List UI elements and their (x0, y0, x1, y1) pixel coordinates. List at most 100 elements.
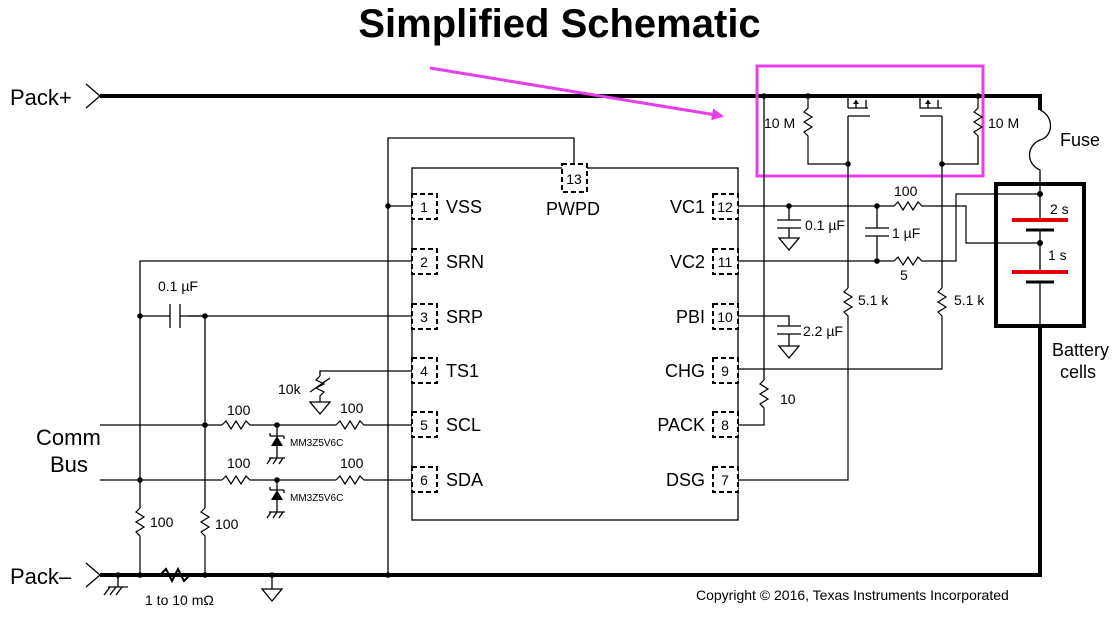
resistor-scl-a-label: 100 (227, 402, 251, 418)
sense-resistor (159, 566, 191, 584)
resistor-sda-a-label: 100 (227, 455, 251, 471)
svg-text:4: 4 (420, 363, 428, 379)
svg-text:1: 1 (420, 199, 428, 215)
fuse (1028, 109, 1052, 184)
pin-9: 9 (712, 357, 739, 384)
fuse-label: Fuse (1060, 130, 1100, 150)
svg-text:2: 2 (420, 254, 428, 270)
battery-cells (1012, 184, 1068, 326)
pin-1-name: VSS (446, 197, 482, 217)
pin-12-name: VC1 (670, 197, 705, 217)
resistor-pack (738, 379, 770, 426)
svg-text:11: 11 (718, 254, 733, 270)
resistor-scl-a (221, 419, 336, 431)
ground-symbol-mid (260, 575, 284, 603)
pin-11: 11 (712, 248, 739, 275)
resistor-sda-b-label: 100 (340, 455, 364, 471)
capacitor-srp-label: 0.1 µF (158, 278, 198, 294)
resistor-pull-2-label: 100 (215, 516, 239, 532)
resistor-vc1-label: 100 (894, 183, 918, 199)
pin-3: 3 (411, 303, 438, 330)
resistor-gate-right-label: 10 M (988, 115, 1019, 131)
pin-7-name: DSG (666, 470, 705, 490)
pin-5-name: SCL (446, 415, 481, 435)
svg-text:7: 7 (721, 472, 729, 488)
resistor-pull-1-label: 100 (150, 514, 174, 530)
pin-2: 2 (411, 248, 438, 275)
zener-diode-1 (266, 425, 285, 465)
svg-text:8: 8 (721, 417, 729, 433)
pin-6-name: SDA (446, 470, 483, 490)
battery-label: Battery (1052, 340, 1109, 360)
svg-text:6: 6 (420, 472, 428, 488)
resistor-pull-1 (134, 507, 146, 575)
pin-2-name: SRN (446, 252, 484, 272)
bus-label: Bus (50, 452, 88, 477)
resistor-pack-label: 10 (780, 391, 796, 407)
resistor-gate-left-label: 10 M (764, 115, 795, 131)
svg-text:9: 9 (721, 363, 729, 379)
resistor-dsg (738, 287, 854, 481)
resistor-scl-b (335, 419, 412, 431)
pin-6: 6 (411, 466, 438, 493)
pin-11-name: VC2 (670, 252, 705, 272)
resistor-sda-b (335, 474, 412, 486)
pin-3-name: SRP (446, 307, 483, 327)
resistor-chg-label: 5.1 k (954, 292, 985, 308)
resistor-gate-right (972, 96, 984, 137)
pin-5: 5 (411, 411, 438, 438)
svg-text:12: 12 (717, 199, 733, 215)
zener-diode-1-label: MM3Z5V6C (290, 438, 343, 449)
pin-13: 13 (561, 163, 588, 193)
ground-symbol-left (103, 575, 128, 596)
capacitor-pbi (777, 325, 801, 360)
pack-plus-rail (85, 83, 1042, 110)
pin-10: 10 (712, 303, 739, 330)
pin-8: 8 (712, 411, 739, 438)
pin-13-name: PWPD (546, 199, 600, 219)
resistor-vc2-label: 5 (900, 267, 908, 283)
svg-text:13: 13 (566, 171, 582, 187)
page-title: Simplified Schematic (358, 2, 761, 46)
pin-4: 4 (411, 357, 438, 384)
comm-label: Comm (36, 425, 101, 450)
pin-12: 12 (712, 193, 739, 220)
capacitor-vc1 (777, 206, 801, 252)
cell-2s-label: 2 s (1050, 201, 1069, 217)
cell-1s-label: 1 s (1048, 247, 1067, 263)
resistor-scl-b-label: 100 (340, 400, 364, 416)
resistor-chg (738, 287, 948, 370)
zener-diode-2-label: MM3Z5V6C (290, 493, 343, 504)
mosfet-discharge (845, 96, 873, 164)
fet-highlight-box (755, 64, 985, 178)
pack-minus-rail (85, 326, 1042, 588)
resistor-gate-left (802, 96, 848, 165)
resistor-dsg-label: 5.1 k (858, 292, 889, 308)
mosfet-charge (919, 96, 943, 164)
resistor-sda-a (221, 474, 336, 486)
capacitor-pbi-label: 2.2 µF (803, 323, 843, 339)
pin-7: 7 (712, 466, 739, 493)
capacitor-cell-label: 1 µF (892, 225, 920, 241)
capacitor-srp (169, 304, 206, 508)
zener-diode-2 (266, 480, 285, 519)
sense-resistor-label: 1 to 10 mΩ (145, 592, 214, 608)
highlight-arrow (429, 66, 724, 121)
resistor-pull-2 (199, 507, 211, 575)
resistor-vc2 (893, 193, 1040, 267)
pin-10-name: PBI (676, 307, 705, 327)
thermistor (308, 375, 332, 416)
svg-text:3: 3 (420, 309, 428, 325)
pin-9-name: CHG (665, 361, 705, 381)
thermistor-label: 10k (278, 381, 302, 397)
svg-text:10: 10 (717, 309, 733, 325)
cells-label: cells (1060, 362, 1096, 382)
copyright-text: Copyright © 2016, Texas Instruments Inco… (696, 587, 1009, 603)
pin-4-name: TS1 (446, 361, 479, 381)
svg-text:5: 5 (420, 417, 428, 433)
pack-plus-label: Pack+ (10, 85, 72, 110)
pin-8-name: PACK (657, 415, 705, 435)
capacitor-cell (865, 206, 889, 261)
ic-body (411, 167, 739, 521)
pack-minus-label: Pack– (10, 564, 72, 589)
